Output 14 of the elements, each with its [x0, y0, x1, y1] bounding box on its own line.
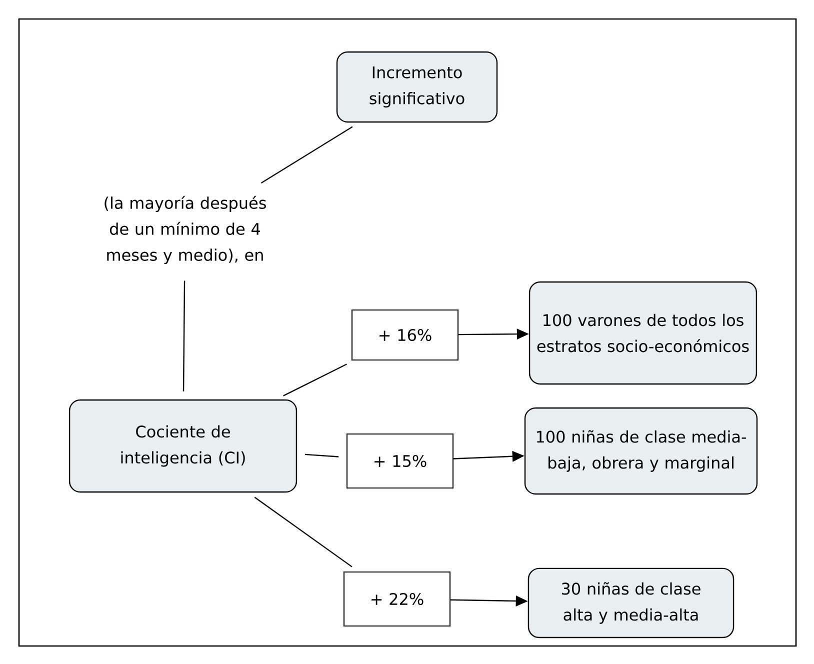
connector-line: [260, 126, 353, 184]
concept-box: Cociente de inteligencia (CI): [68, 399, 298, 493]
linking-phrase: (la mayoría después de un mínimo de 4 meses y medio), en: [104, 196, 266, 264]
concept-box: 100 niñas de clase media-baja, obrera y marginal: [524, 407, 758, 495]
connector-line: [283, 364, 348, 396]
link-label-box: + 16%: [351, 309, 459, 361]
concept-box: Incremento significativo: [336, 51, 498, 123]
connector-line: [182, 280, 186, 392]
link-label-box: + 15%: [346, 433, 454, 489]
concept-box: 100 varones de todos los estratos socio-económicos: [528, 281, 758, 385]
link-label-box: + 22%: [343, 571, 451, 627]
concept-box: 30 niñas de clase alta y media-alta: [528, 568, 734, 638]
connector-line: [305, 454, 339, 458]
connector-line: [254, 496, 352, 568]
